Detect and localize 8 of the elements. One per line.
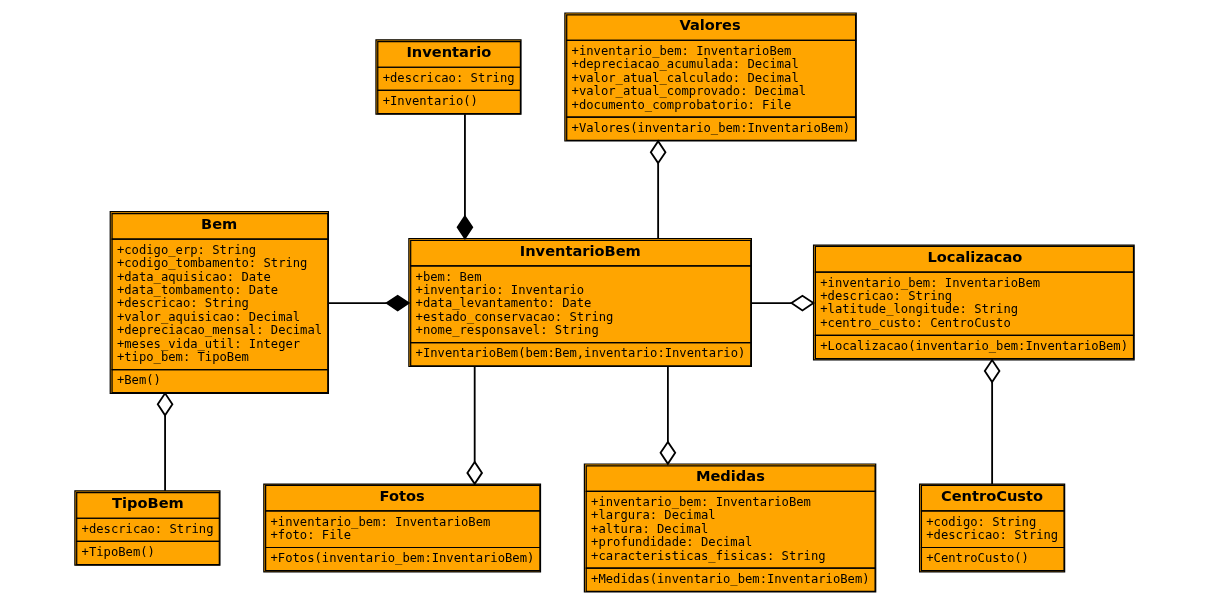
connector [983,358,1001,485]
connector [156,391,173,492]
connector [750,294,815,312]
connector [649,139,667,240]
connector [456,113,473,240]
connector [465,365,483,486]
connector [658,365,676,466]
connector [327,294,410,312]
